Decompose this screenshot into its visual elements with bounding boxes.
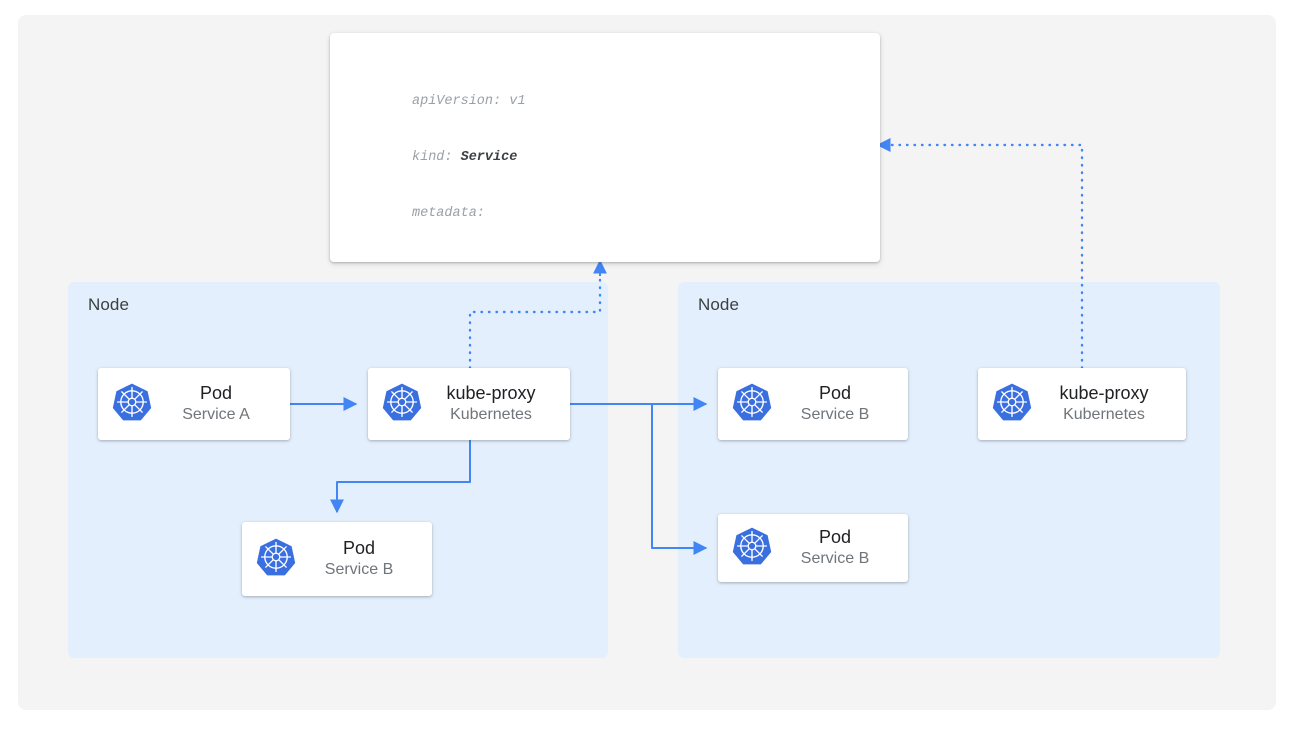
card-subtitle: Service B: [800, 550, 870, 568]
card-pod-service-b-left[interactable]: Pod Service B: [242, 522, 432, 596]
yaml-line: metadata:: [412, 206, 485, 222]
kubernetes-logo-icon: [382, 382, 422, 427]
card-label-group: Pod Service B: [772, 526, 908, 570]
card-subtitle: Service B: [324, 561, 394, 579]
kubernetes-logo-icon: [992, 382, 1032, 427]
card-label-group: kube-proxy Kubernetes: [1032, 382, 1186, 426]
card-pod-service-b-top[interactable]: Pod Service B: [718, 368, 908, 440]
card-subtitle: Service A: [182, 406, 250, 424]
card-title: kube-proxy: [446, 383, 536, 404]
card-label-group: kube-proxy Kubernetes: [422, 382, 570, 426]
card-title: Pod: [818, 527, 852, 548]
card-kube-proxy-right[interactable]: kube-proxy Kubernetes: [978, 368, 1186, 440]
node-container-left: Node: [68, 282, 608, 658]
card-kube-proxy-left[interactable]: kube-proxy Kubernetes: [368, 368, 570, 440]
card-pod-service-b-bottom[interactable]: Pod Service B: [718, 514, 908, 582]
card-title: Pod: [818, 383, 852, 404]
yaml-key: kind:: [412, 149, 461, 165]
kubernetes-logo-icon: [732, 382, 772, 427]
node-container-right: Node: [678, 282, 1220, 658]
card-subtitle: Service B: [800, 406, 870, 424]
card-title: Pod: [342, 538, 376, 559]
card-title: kube-proxy: [1059, 383, 1149, 404]
card-title: Pod: [199, 383, 233, 404]
card-label-group: Pod Service A: [152, 382, 290, 426]
yaml-line: kind: Service: [412, 149, 880, 168]
yaml-line: apiVersion: v1: [412, 93, 526, 109]
yaml-value-bold: Service: [460, 149, 518, 165]
kubernetes-logo-icon: [732, 526, 772, 571]
kubernetes-logo-icon: [112, 382, 152, 427]
kubernetes-logo-icon: [256, 537, 296, 582]
service-manifest-box: apiVersion: v1 kind: Service metadata: n…: [330, 33, 880, 262]
node-label-right: Node: [698, 295, 740, 314]
card-subtitle: Kubernetes: [1063, 406, 1145, 424]
service-manifest-text: apiVersion: v1 kind: Service metadata: n…: [330, 33, 880, 262]
card-subtitle: Kubernetes: [450, 406, 532, 424]
card-label-group: Pod Service B: [296, 537, 432, 581]
node-label-left: Node: [88, 295, 130, 314]
card-label-group: Pod Service B: [772, 382, 908, 426]
card-pod-service-a[interactable]: Pod Service A: [98, 368, 290, 440]
